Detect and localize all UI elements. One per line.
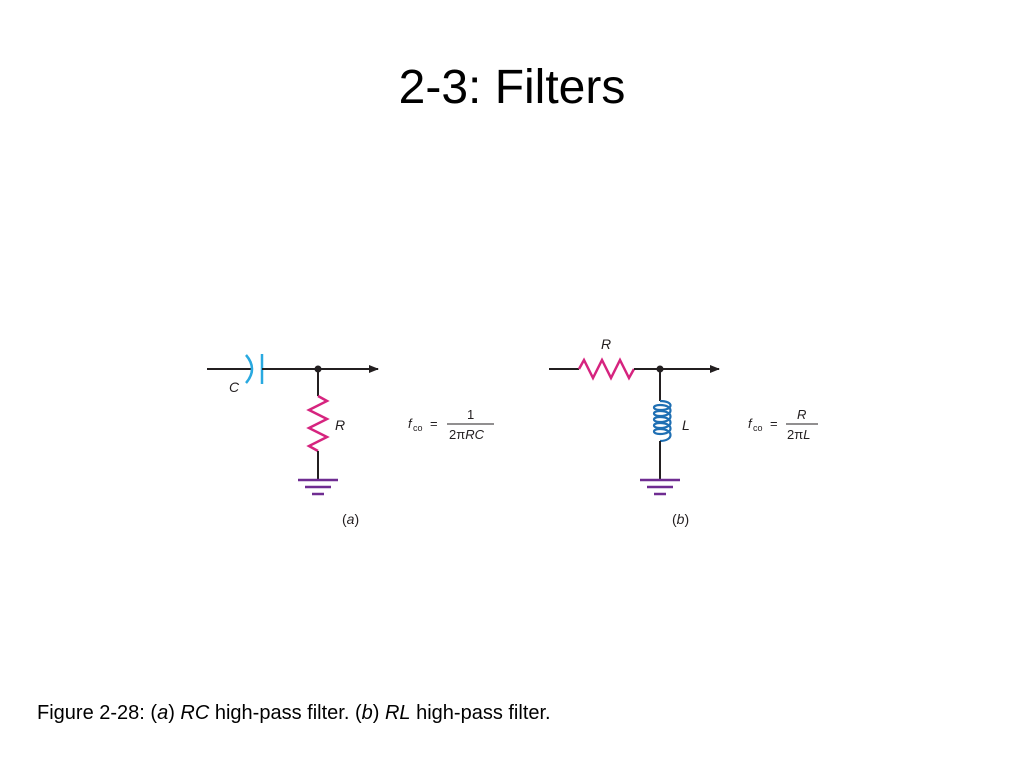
capacitor-symbol bbox=[245, 354, 254, 384]
resistor-symbol-vertical bbox=[306, 394, 330, 453]
cutoff-equation-b: f co = R 2πL bbox=[748, 407, 818, 442]
capacitor-label: C bbox=[229, 379, 240, 395]
eq-b-sub: co bbox=[753, 423, 763, 433]
panel-tag-b: (b) bbox=[672, 511, 689, 527]
eq-b-den-prefix: 2π bbox=[787, 427, 803, 442]
eq-a-den-prefix: 2π bbox=[449, 427, 465, 442]
panel-tag-a: (a) bbox=[342, 511, 359, 527]
panel-a-rc-circuit: C R f co = 1 2πRC (a) bbox=[207, 354, 494, 527]
inductor-label: L bbox=[682, 417, 690, 433]
eq-b-numerator: R bbox=[797, 407, 806, 422]
eq-a-numerator: 1 bbox=[467, 407, 474, 422]
panel-b-rl-circuit: R L f co = R 2πL (b) bbox=[549, 336, 818, 527]
inductor-symbol bbox=[652, 399, 672, 443]
ground-symbol-b bbox=[640, 478, 680, 496]
eq-b-sign: = bbox=[770, 416, 778, 431]
eq-a-denominator: 2πRC bbox=[449, 427, 485, 442]
eq-a-den-var: RC bbox=[465, 427, 484, 442]
slide-title: 2-3: Filters bbox=[398, 61, 626, 114]
figure-caption: Figure 2-28: (a) RC high-pass filter. (b… bbox=[37, 702, 551, 724]
cutoff-equation-a: f co = 1 2πRC bbox=[408, 407, 494, 442]
resistor-label-b: R bbox=[601, 336, 611, 352]
eq-a-sub: co bbox=[413, 423, 423, 433]
eq-a-sign: = bbox=[430, 416, 438, 431]
eq-b-den-var: L bbox=[803, 427, 810, 442]
ground-symbol-a bbox=[298, 478, 338, 496]
eq-a-lhs: f bbox=[408, 416, 413, 431]
resistor-label-a: R bbox=[335, 417, 345, 433]
eq-b-lhs: f bbox=[748, 416, 753, 431]
eq-b-denominator: 2πL bbox=[787, 427, 810, 442]
resistor-symbol-horizontal bbox=[577, 357, 636, 381]
